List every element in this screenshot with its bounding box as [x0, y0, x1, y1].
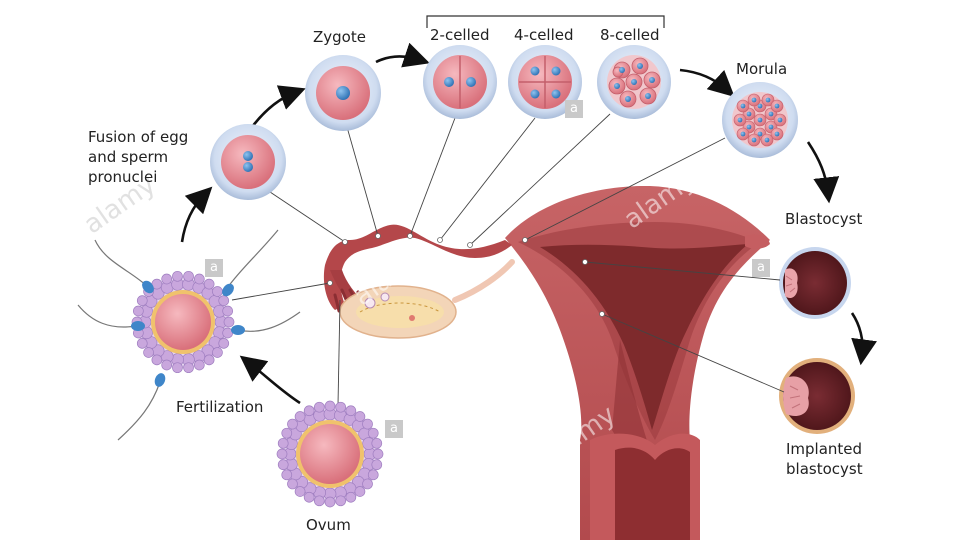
label-fusion-line3: pronuclei	[88, 168, 157, 187]
ovum-cell	[277, 401, 383, 507]
label-implanted-line1: Implanted	[786, 440, 862, 459]
eight-celled-embryo	[597, 45, 671, 119]
blastocyst-cell	[779, 247, 851, 319]
label-ovum: Ovum	[306, 516, 351, 535]
label-fusion-line2: and sperm	[88, 148, 168, 167]
zygote-cell	[305, 55, 381, 131]
two-celled-embryo	[423, 45, 497, 119]
watermark-box: a	[752, 259, 770, 277]
morula-cell	[722, 82, 798, 158]
label-four-celled: 4-celled	[514, 26, 574, 45]
uterus	[324, 186, 770, 540]
label-implanted-line2: blastocyst	[786, 460, 863, 479]
label-fusion-line1: Fusion of egg	[88, 128, 188, 147]
label-fertilization: Fertilization	[176, 398, 263, 417]
label-blastocyst: Blastocyst	[785, 210, 862, 229]
watermark-box: a	[205, 259, 223, 277]
label-two-celled: 2-celled	[430, 26, 490, 45]
label-eight-celled: 8-celled	[600, 26, 660, 45]
fusion-cell	[210, 124, 286, 200]
watermark-box: a	[565, 100, 583, 118]
watermark-box: a	[385, 420, 403, 438]
implanted-blastocyst-cell	[779, 358, 855, 434]
label-morula: Morula	[736, 60, 787, 79]
label-zygote: Zygote	[313, 28, 366, 47]
